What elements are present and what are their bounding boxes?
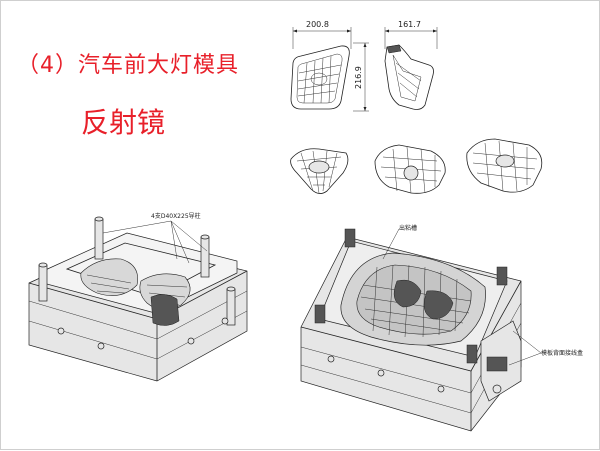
reflector-front-view: 200.8 216.9 [290, 20, 369, 112]
reflector-side-view: 161.7 [384, 20, 438, 110]
reflector-iso-view-3 [466, 138, 543, 193]
guide-post-annotation: 4支D40X225导柱 [151, 212, 201, 220]
front-height-dimension: 216.9 [354, 66, 363, 89]
reflector-iso-view-1 [290, 148, 349, 194]
left-mold-assembly: 4支D40X225导柱 [28, 212, 248, 382]
reflector-iso-view-2 [374, 144, 446, 194]
cooling-annotation: 模板背面接线盒 [541, 349, 583, 357]
right-mold-assembly: 出粘槽 模板背面接线盒 [300, 224, 583, 432]
slide-subtitle: 反射镜 [81, 106, 166, 139]
side-width-dimension: 161.7 [398, 20, 421, 29]
slide-title: （4）汽车前大灯模具 [17, 53, 239, 78]
slider-annotation: 出粘槽 [399, 224, 417, 232]
front-width-dimension: 200.8 [306, 20, 329, 29]
